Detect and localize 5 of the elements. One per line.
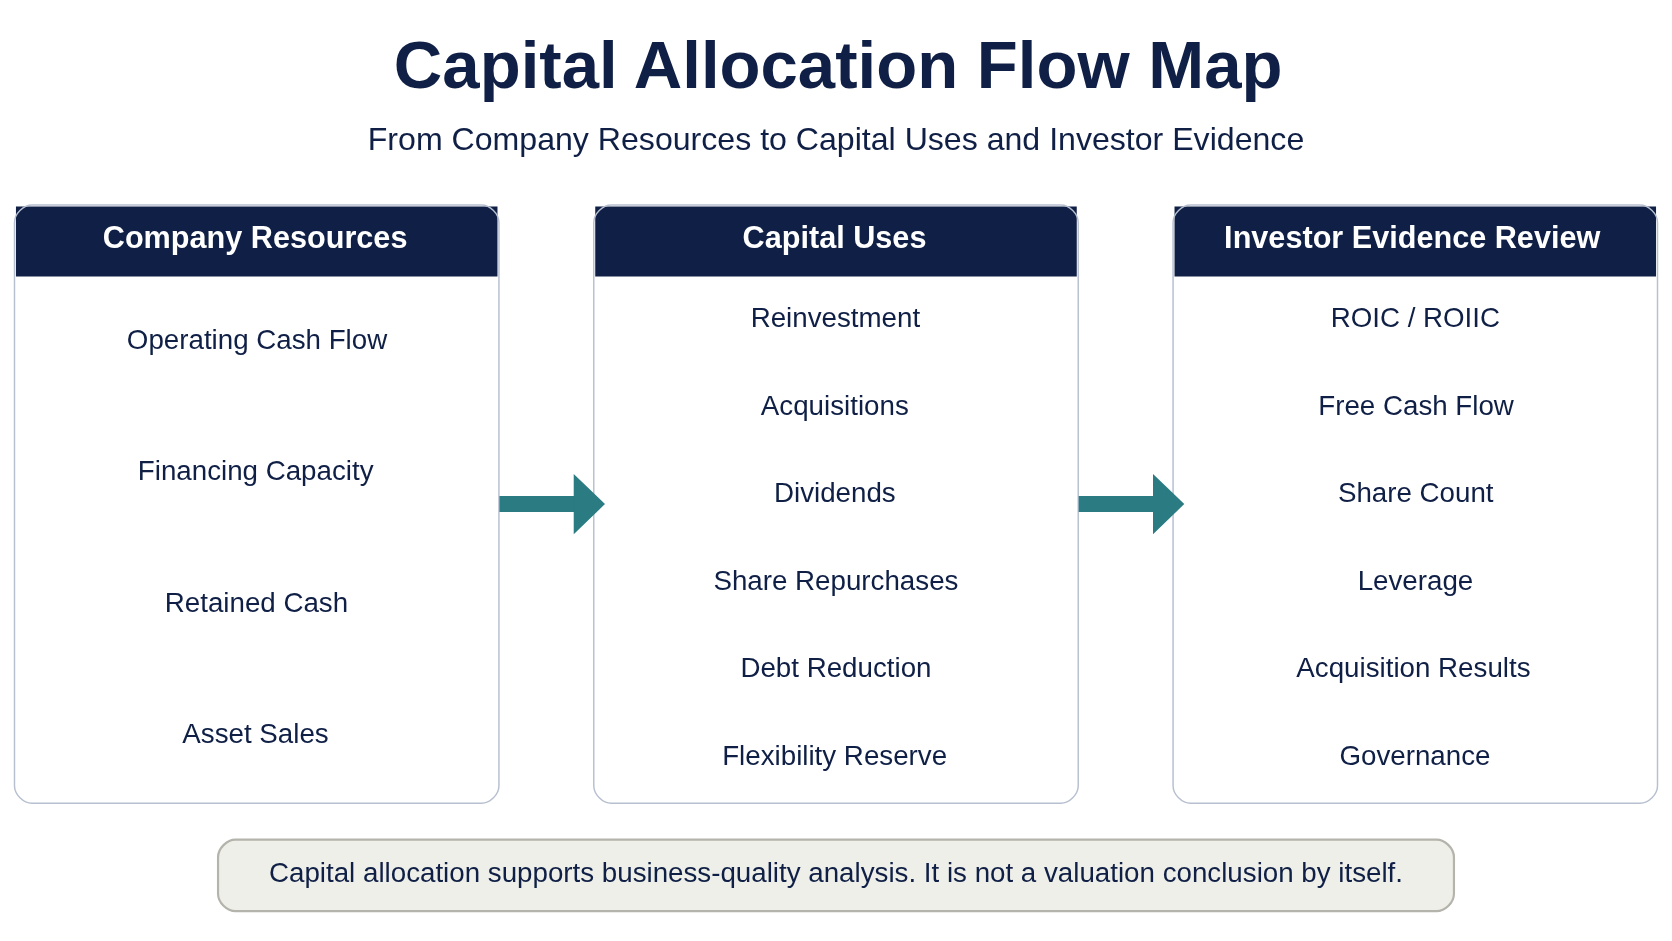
diagram-title: Capital Allocation Flow Map: [393, 26, 1283, 102]
arrow: [1078, 473, 1185, 535]
arrow: [499, 473, 605, 535]
node-box: Capital allocation supports business-quality analysis. It is not a valuation conclusion by itself.: [216, 838, 1456, 913]
label: From Company Resources to Capital Uses and Investor Evidence: [367, 121, 1305, 158]
